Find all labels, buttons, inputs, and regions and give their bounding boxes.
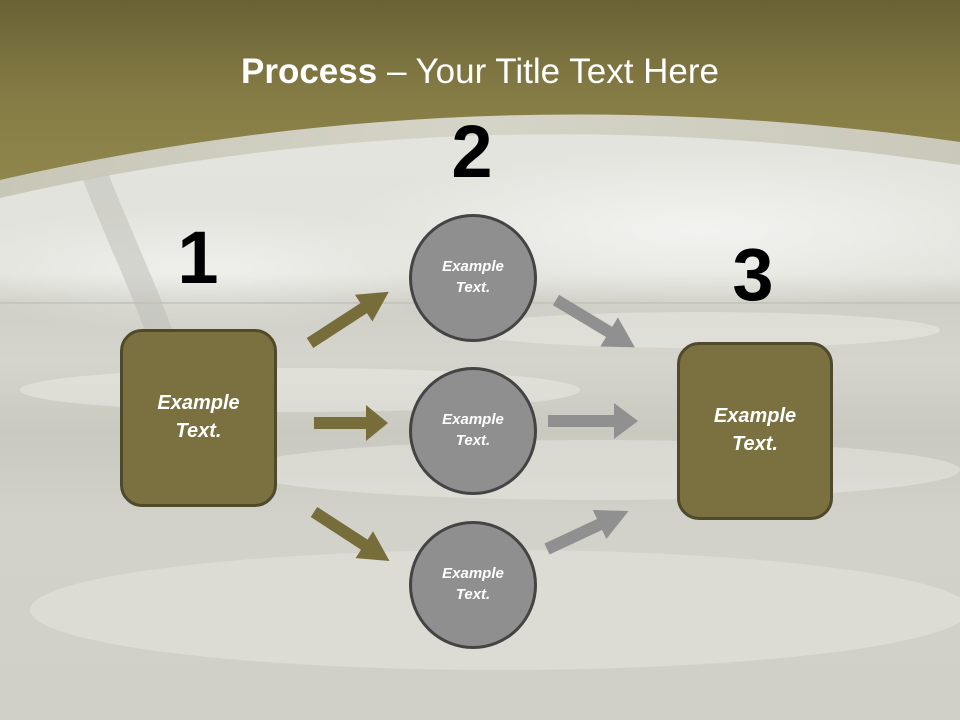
step-box-1[interactable]: Example Text. [120, 329, 277, 507]
step-circle-3-line2: Text. [455, 586, 491, 603]
step-circle-1-label: Example Text. [442, 257, 504, 298]
arrow-grey-right-icon [548, 403, 638, 439]
arrow-olive-right-icon [314, 405, 388, 441]
step-number-1: 1 [177, 216, 219, 299]
step-box-3-label: Example Text. [714, 403, 796, 458]
step-circle-2[interactable]: Example Text. [409, 367, 537, 495]
arrow-olive-up-icon [306, 291, 389, 349]
step-circle-2-label: Example Text. [442, 410, 504, 451]
step-circle-1[interactable]: Example Text. [409, 214, 537, 342]
step-circle-3[interactable]: Example Text. [409, 521, 537, 649]
title-rest: – Your Title Text Here [377, 52, 719, 91]
arrow-olive-down-icon [310, 506, 390, 562]
slide-title: Process – Your Title Text Here [0, 52, 960, 92]
step-box-3[interactable]: Example Text. [677, 342, 833, 520]
step-circle-2-line2: Text. [455, 432, 491, 449]
title-bold: Process [241, 52, 378, 91]
step-circle-1-line1: Example [442, 258, 504, 276]
step-box-1-label: Example Text. [157, 390, 239, 445]
header-band [0, 0, 960, 198]
step-box-1-line1: Example [157, 392, 240, 415]
step-box-3-line2: Text. [732, 433, 778, 455]
step-circle-3-line1: Example [442, 565, 504, 583]
step-box-3-line1: Example [713, 405, 797, 428]
arrow-grey-up-icon [544, 509, 629, 555]
step-number-2: 2 [451, 110, 493, 193]
arrow-grey-down-icon [552, 294, 635, 348]
step-box-1-line2: Text. [175, 420, 222, 442]
step-circle-3-label: Example Text. [442, 564, 504, 605]
step-number-3: 3 [732, 233, 774, 316]
step-circle-2-line1: Example [442, 411, 504, 429]
step-circle-1-line2: Text. [455, 279, 491, 296]
